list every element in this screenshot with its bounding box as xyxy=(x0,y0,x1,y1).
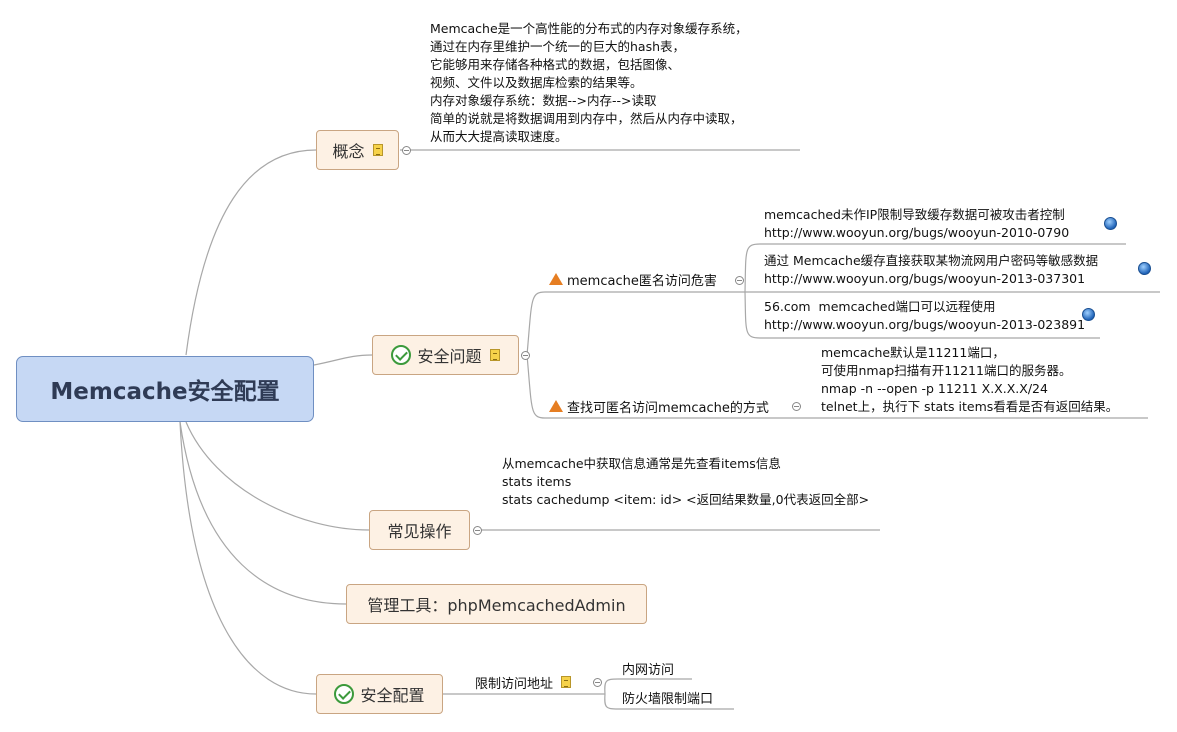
note-icon[interactable] xyxy=(489,349,500,361)
note-icon[interactable] xyxy=(372,144,383,156)
checkmark-icon xyxy=(334,684,355,704)
topic-security-issues-label: 安全问题 xyxy=(417,347,482,366)
subtopic-find-anonymous[interactable]: 查找可匿名访问memcache的方式 xyxy=(549,397,769,416)
topic-security-config-label: 安全配置 xyxy=(360,686,425,705)
topic-security-config[interactable]: 安全配置 xyxy=(316,674,443,714)
warning-icon xyxy=(549,400,563,412)
topic-management-tools[interactable]: 管理工具：phpMemcachedAdmin xyxy=(346,584,647,624)
restrict-item-firewall-label: 防火墙限制端口 xyxy=(622,691,714,707)
topic-management-tools-label: 管理工具：phpMemcachedAdmin xyxy=(367,596,626,615)
note-icon[interactable] xyxy=(561,676,572,688)
subtopic-anonymous-access[interactable]: memcache匿名访问危害 xyxy=(549,270,717,289)
subtopic-restrict-access-label: 限制访问地址 xyxy=(475,676,554,692)
collapse-toggle-icon[interactable] xyxy=(521,351,530,360)
restrict-item-intranet-label: 内网访问 xyxy=(622,662,675,678)
root-topic[interactable]: Memcache安全配置 xyxy=(16,356,314,422)
hyperlink-globe-icon[interactable] xyxy=(1104,217,1117,230)
restrict-item-intranet[interactable]: 内网访问 xyxy=(622,659,675,678)
topic-common-operations-label: 常见操作 xyxy=(387,522,452,541)
topic-concept-label: 概念 xyxy=(332,142,365,161)
anon-item-3: 56.com memcached端口可以远程使用 http://www.wooy… xyxy=(764,299,1086,332)
find-description: memcache默认是11211端口， 可使用nmap扫描有开11211端口的服… xyxy=(821,345,1119,414)
subtopic-anonymous-access-label: memcache匿名访问危害 xyxy=(567,273,717,289)
anon-item-1: memcached未作IP限制导致缓存数据可被攻击者控制 http://www.… xyxy=(764,207,1070,240)
collapse-toggle-icon[interactable] xyxy=(593,678,602,687)
checkmark-icon xyxy=(391,345,412,365)
subtopic-find-anonymous-label: 查找可匿名访问memcache的方式 xyxy=(567,400,769,416)
collapse-toggle-icon[interactable] xyxy=(473,526,482,535)
restrict-item-firewall[interactable]: 防火墙限制端口 xyxy=(622,688,714,707)
subtopic-restrict-access[interactable]: 限制访问地址 xyxy=(475,673,572,692)
hyperlink-globe-icon[interactable] xyxy=(1138,262,1151,275)
topic-concept[interactable]: 概念 xyxy=(316,130,399,170)
anon-item-2: 通过 Memcache缓存直接获取某物流网用户密码等敏感数据 http://ww… xyxy=(764,253,1099,286)
warning-icon xyxy=(549,273,563,285)
topic-common-operations[interactable]: 常见操作 xyxy=(369,510,470,550)
operations-description: 从memcache中获取信息通常是先查看items信息 stats items … xyxy=(502,456,870,507)
hyperlink-globe-icon[interactable] xyxy=(1082,308,1095,321)
topic-security-issues[interactable]: 安全问题 xyxy=(372,335,519,375)
root-topic-label: Memcache安全配置 xyxy=(50,379,280,405)
concept-description: Memcache是一个高性能的分布式的内存对象缓存系统， 通过在内存里维护一个统… xyxy=(430,21,748,144)
collapse-toggle-icon[interactable] xyxy=(402,146,411,155)
collapse-toggle-icon[interactable] xyxy=(792,402,801,411)
collapse-toggle-icon[interactable] xyxy=(735,276,744,285)
